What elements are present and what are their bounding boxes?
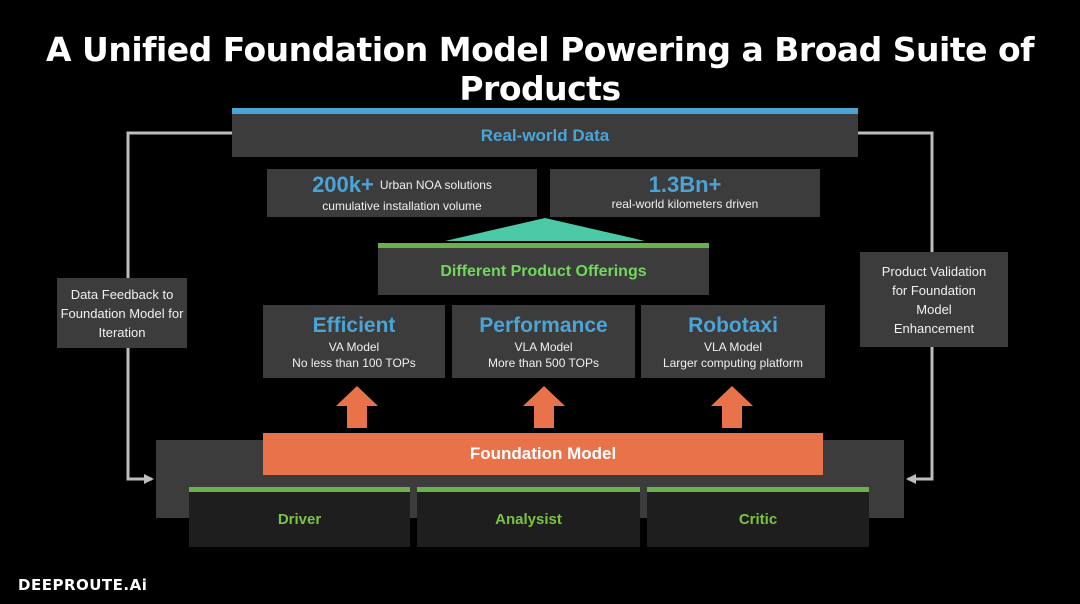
validation-line: Product Validation (881, 263, 987, 279)
feedback-line: Foundation Model for (60, 305, 184, 321)
product-desc: Larger computing platform (662, 355, 804, 370)
product-box-performance: Performance VLA Model More than 500 TOPs (452, 305, 635, 378)
stat-box-kilometers: 1.3Bn+ real-world kilometers driven (550, 169, 820, 217)
stat-line: real-world kilometers driven (611, 197, 759, 211)
real-world-data-accent (232, 108, 858, 114)
validation-line: Model (916, 301, 952, 317)
role-accent (647, 487, 869, 492)
real-world-data-label: Real-world Data (480, 125, 610, 145)
role-accent (417, 487, 640, 492)
product-offerings-box: Different Product Offerings (378, 248, 709, 295)
stat-number: 1.3Bn+ (648, 172, 722, 197)
feedback-line: Data Feedback to (70, 286, 174, 302)
product-name: Performance (479, 313, 608, 337)
role-label: Driver (277, 511, 322, 528)
feedback-line: Iteration (98, 324, 146, 340)
product-model: VA Model (328, 339, 380, 354)
page-title: A Unified Foundation Model Powering a Br… (46, 30, 1035, 108)
product-model: VLA Model (514, 339, 573, 354)
role-box-analysist: Analysist (417, 492, 640, 547)
validation-line: Enhancement (893, 320, 975, 336)
stat-box-installations: 200k+ Urban NOA solutions cumulative ins… (267, 169, 537, 217)
product-name: Efficient (312, 313, 396, 337)
product-name: Robotaxi (688, 313, 778, 337)
role-label: Critic (738, 511, 778, 528)
product-desc: More than 500 TOPs (488, 355, 599, 370)
product-desc: No less than 100 TOPs (292, 355, 416, 370)
product-offerings-label: Different Product Offerings (440, 262, 647, 280)
stat-number: 200k+ (312, 172, 374, 197)
role-accent (189, 487, 410, 492)
product-model: VLA Model (703, 339, 763, 354)
validation-line: for Foundation (892, 282, 976, 298)
product-box-robotaxi: Robotaxi VLA Model Larger computing plat… (641, 305, 825, 378)
product-validation-box: Product Validation for Foundation Model … (860, 252, 1008, 347)
role-label: Analysist (495, 511, 562, 528)
up-arrow-icon (711, 386, 753, 428)
stat-line: cumulative installation volume (322, 199, 482, 213)
foundation-model-bar: Foundation Model (263, 433, 823, 475)
product-box-efficient: Efficient VA Model No less than 100 TOPs (263, 305, 445, 378)
stat-line: Urban NOA solutions (379, 178, 492, 192)
up-arrow-icon (523, 386, 565, 428)
role-box-driver: Driver (189, 492, 410, 547)
role-box-critic: Critic (647, 492, 869, 547)
up-arrow-icon (336, 386, 378, 428)
foundation-model-label: Foundation Model (469, 444, 617, 463)
teal-triangle-icon (445, 218, 645, 241)
data-feedback-box: Data Feedback to Foundation Model for It… (57, 278, 187, 348)
deeproute-logo: DEEPROUTE.Ai (18, 576, 148, 594)
product-offerings-accent (378, 243, 709, 248)
real-world-data-box: Real-world Data (232, 114, 858, 157)
